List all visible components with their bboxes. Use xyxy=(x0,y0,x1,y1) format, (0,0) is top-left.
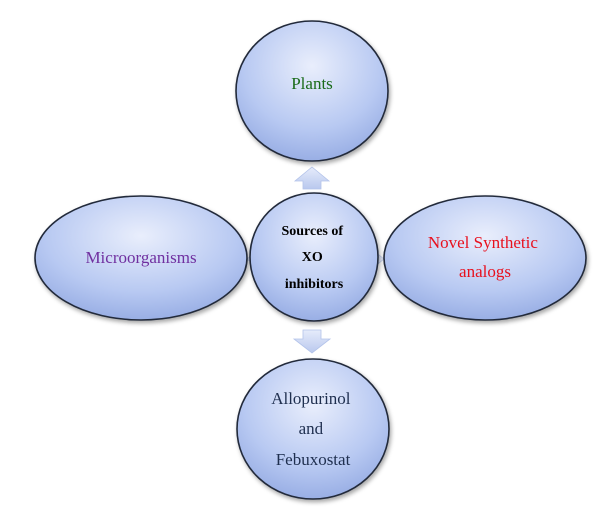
svg-text:Plants: Plants xyxy=(291,74,333,93)
svg-text:Microorganisms: Microorganisms xyxy=(85,248,196,267)
arrow-down-to-allopurinol xyxy=(292,329,332,354)
svg-text:Novel Synthetic analogs: Novel Synthetic analogs xyxy=(428,233,542,281)
center-label-line3: inhibitors xyxy=(285,277,344,292)
microorganisms-label: Microorganisms xyxy=(85,248,196,267)
novel-synthetic-label-line1: Novel Synthetic xyxy=(428,233,538,252)
arrow-up-to-plants xyxy=(293,166,331,190)
allopurinol-label-line3: Febuxostat xyxy=(276,450,351,469)
plants-label: Plants xyxy=(291,74,333,93)
node-novel-synthetic: Novel Synthetic analogs xyxy=(383,195,587,321)
svg-text:Sources of XO inhi: Sources of XO inhibitors xyxy=(281,224,346,292)
node-plants: Plants xyxy=(235,20,389,162)
allopurinol-label-line2: and xyxy=(299,419,324,438)
novel-synthetic-label-line2: analogs xyxy=(459,262,511,281)
allopurinol-label-line1: Allopurinol xyxy=(271,389,351,408)
center-label-line2: XO xyxy=(302,250,323,265)
node-allopurinol-febuxostat: Allopurinol and Febuxostat xyxy=(236,358,390,500)
svg-text:Allopurinol and Fe: Allopurinol and Febuxostat xyxy=(271,389,355,469)
center-label-line1: Sources of xyxy=(281,224,343,239)
node-microorganisms: Microorganisms xyxy=(34,195,248,321)
node-center-sources: Sources of XO inhibitors xyxy=(249,192,379,322)
